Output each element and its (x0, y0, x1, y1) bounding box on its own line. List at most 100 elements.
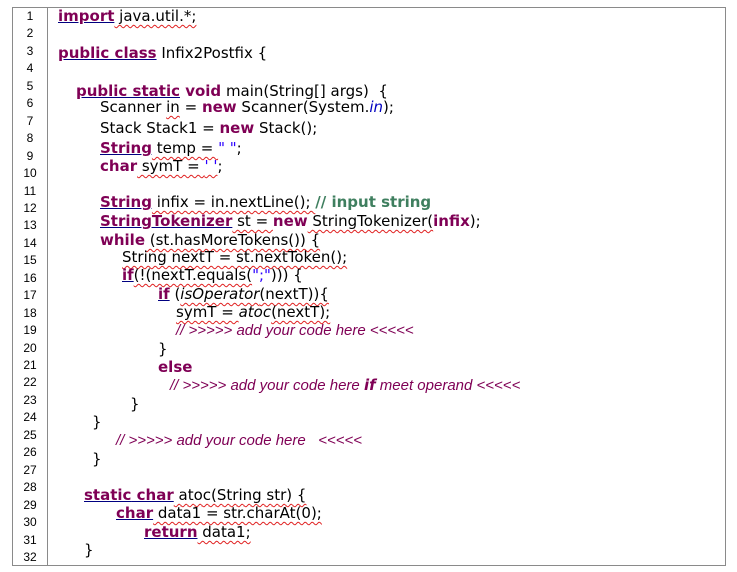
line-number: 30 (23, 515, 37, 530)
line-number: 26 (23, 445, 37, 460)
code-text: Infix2Postfix { (156, 44, 268, 62)
code-text: ); (383, 98, 394, 116)
comment: // >>>>> add your code here <<<<< (176, 322, 414, 339)
line-number: 31 (23, 532, 37, 547)
field-name: in (369, 98, 384, 116)
line-number: 15 (23, 253, 37, 268)
line-number: 17 (23, 288, 37, 303)
line-number: 28 (23, 480, 37, 495)
line-number: 22 (23, 375, 37, 390)
keyword: public class (58, 44, 157, 62)
keyword: char (131, 486, 174, 504)
line-number-gutter (12, 7, 48, 566)
code-line-14: String nextT = st.nextToken(); (122, 248, 347, 266)
line-number: 12 (23, 200, 37, 215)
keyword: return (144, 523, 198, 541)
comment: meet (375, 377, 418, 394)
line-number: 13 (23, 218, 37, 233)
string-literal: ' ' (204, 157, 218, 175)
code-text: (!(nextT.equals( (133, 266, 253, 284)
code-line-28: char data1 = str.charAt(0); (116, 504, 322, 522)
line-number: 6 (26, 96, 34, 111)
line-number: 25 (23, 427, 37, 442)
code-line-6: Scanner in = new Scanner(System.in); (100, 98, 394, 116)
code-text: (nextT)){ (259, 285, 329, 303)
code-line-1: import java.util.*; (58, 7, 196, 25)
line-number: 9 (26, 148, 34, 163)
code-text: data1 = str.charAt(0); (153, 504, 322, 522)
code-text: ))) { (270, 266, 303, 284)
code-text: main(String[] args) { (221, 82, 388, 100)
code-line-17: symT = atoc(nextT); (176, 303, 330, 321)
keyword: new (272, 212, 308, 230)
string-literal: ";" (252, 266, 271, 284)
comment: your (259, 377, 289, 394)
code-line-8: String temp = " "; (100, 139, 242, 157)
string-literal: " " (218, 139, 237, 157)
line-number: 1 (26, 9, 34, 23)
line-number: 7 (26, 113, 34, 128)
code-text: infix = in.nextLine(); (151, 193, 316, 211)
line-number: 18 (23, 305, 37, 320)
keyword: char (116, 504, 154, 522)
code-line-9: char symT = ' '; (100, 157, 223, 175)
line-number: 23 (23, 392, 37, 407)
code-line-29: return data1; (144, 523, 251, 541)
code-line-25: } (92, 450, 102, 468)
line-number: 29 (23, 497, 37, 512)
line-number: 19 (23, 323, 37, 338)
method-call: isOperator (180, 285, 260, 303)
comment: // >>>>> add (170, 377, 260, 394)
code-text: Scanner (100, 98, 167, 116)
comment: operand (417, 377, 473, 394)
code-line-20: else (158, 358, 192, 376)
line-number: 14 (23, 235, 37, 250)
code-text: Stack(); (254, 119, 318, 137)
keyword: while (100, 231, 145, 249)
line-number: 27 (23, 462, 37, 477)
code-text: } (158, 340, 168, 358)
code-text: ; (217, 157, 223, 175)
code-line-11: String infix = in.nextLine(); // input s… (100, 193, 431, 211)
code-line-18: // >>>>> add your code here <<<<< (176, 321, 414, 340)
code-text: symT = (137, 157, 205, 175)
code-text: ( (169, 285, 181, 303)
line-number: 21 (23, 358, 37, 372)
code-line-3: public class Infix2Postfix { (58, 44, 267, 62)
keyword: new (219, 119, 255, 137)
code-text: data1; (197, 523, 251, 541)
line-number: 11 (23, 183, 37, 198)
code-line-30: } (84, 541, 94, 559)
code-text: ; (236, 139, 242, 157)
code-frame (12, 7, 726, 566)
code-text: } (130, 395, 140, 413)
keyword: else (158, 358, 193, 376)
line-number: 2 (26, 26, 34, 41)
code-line-16: if (isOperator(nextT)){ (158, 285, 329, 303)
keyword: if (158, 285, 170, 303)
line-number: 8 (26, 131, 34, 146)
comment: code (288, 377, 330, 394)
code-text: } (92, 450, 102, 468)
keyword: static (84, 486, 132, 504)
code-text: Stack Stack1 = (100, 119, 220, 137)
keyword: import (58, 7, 115, 25)
code-line-5: public static void main(String[] args) { (76, 82, 388, 100)
code-text: StringTokenizer( (307, 212, 434, 230)
code-text: st = (232, 212, 273, 230)
line-number: 3 (26, 43, 34, 58)
comment: here (329, 377, 364, 394)
line-number: 10 (23, 166, 37, 181)
code-text: (st.hasMoreTokens()) { (145, 231, 321, 249)
code-text: (nextT); (271, 303, 331, 321)
code-line-15: if(!(nextT.equals(";"))) { (122, 266, 303, 284)
code-text: String nextT = st.nextToken(); (122, 248, 348, 266)
code-text: } (92, 413, 102, 431)
keyword: if (122, 266, 134, 284)
code-line-13: while (st.hasMoreTokens()) { (100, 231, 320, 249)
code-line-12: StringTokenizer st = new StringTokenizer… (100, 212, 481, 230)
code-text: symT = (176, 303, 239, 321)
keyword: StringTokenizer (100, 212, 233, 230)
code-text: } (84, 541, 94, 559)
code-text: Scanner(System. (236, 98, 370, 116)
